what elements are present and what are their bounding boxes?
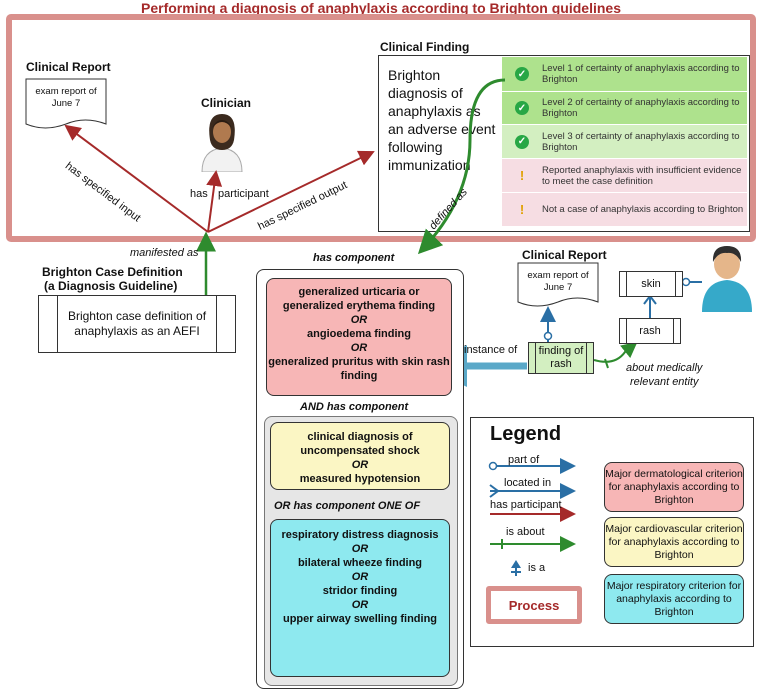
- level-3-item: ✓ Level 3 of certainty of anaphylaxis ac…: [502, 125, 747, 159]
- clinical-report-document-right: [517, 262, 599, 307]
- has-specified-input-arrow: [64, 124, 209, 233]
- legend-title: Legend: [490, 423, 562, 445]
- defined-as-arrow: [417, 78, 506, 255]
- and-has-component-label: AND has component: [300, 401, 409, 413]
- or-has-component-label: OR has component ONE OF: [274, 500, 421, 512]
- clinical-report-label-right: Clinical Report: [522, 248, 607, 262]
- legend-process-box: Process: [486, 586, 582, 624]
- legend-arrows: [488, 458, 576, 576]
- instance-of-label: instance of: [464, 344, 518, 356]
- edge-participant: participant: [218, 188, 269, 200]
- about-medically-label: about medically: [626, 362, 703, 374]
- check-icon: ✓: [515, 67, 529, 81]
- legend-part-of: part of: [508, 454, 540, 466]
- legend-respiratory: Major respiratory criterion for anaphyla…: [604, 574, 744, 624]
- dermatological-criterion: generalized urticaria or generalized ery…: [266, 278, 452, 396]
- warning-icon: !: [519, 168, 525, 183]
- legend-is-a: is a: [528, 562, 546, 574]
- level-2-item: ✓ Level 2 of certainty of anaphylaxis ac…: [502, 92, 747, 125]
- clinical-report-label: Clinical Report: [26, 60, 111, 74]
- clinical-finding-label: Clinical Finding: [380, 40, 470, 54]
- level-1-item: ✓ Level 1 of certainty of anaphylaxis ac…: [502, 57, 747, 92]
- case-definition-box: Brighton case definition of anaphylaxis …: [38, 295, 236, 353]
- edge-has: has: [190, 188, 208, 200]
- case-def-title-1: Brighton Case Definition: [42, 265, 183, 279]
- clinical-report-doc-text-right: exam report of June 7: [527, 270, 589, 293]
- page-title: Performing a diagnosis of anaphylaxis ac…: [141, 0, 621, 16]
- clinical-report-doc-text: exam report of June 7: [35, 86, 97, 109]
- cardiovascular-criterion: clinical diagnosis of uncompensated shoc…: [270, 422, 450, 490]
- legend-located-in: located in: [504, 477, 552, 489]
- has-specified-output-arrow: [207, 150, 375, 233]
- skin-box: skin: [619, 271, 683, 297]
- rash-box: rash: [619, 318, 681, 344]
- has-component-label: has component: [313, 252, 395, 264]
- about-arrow: [593, 344, 632, 363]
- patient-avatar-icon: [702, 246, 752, 312]
- finding-text: Brighton diagnosis of anaphylaxis as an …: [388, 67, 496, 173]
- legend-is-about: is about: [506, 526, 545, 538]
- relevant-entity-label: relevant entity: [630, 376, 699, 388]
- clinician-label: Clinician: [201, 96, 252, 110]
- legend-has-participant: has participant: [490, 499, 562, 511]
- manifested-as-label: manifested as: [130, 247, 199, 259]
- warning-icon: !: [519, 202, 525, 217]
- has-participant-arrow: [206, 170, 223, 233]
- respiratory-criterion: respiratory distress diagnosis OR bilate…: [270, 519, 450, 677]
- legend-cardiovascular: Major cardiovascular criterion for anaph…: [604, 517, 744, 567]
- finding-of-rash-box: finding of rash: [528, 342, 594, 374]
- clinical-report-document: [25, 78, 107, 129]
- case-def-title-2: (a Diagnosis Guideline): [44, 279, 178, 293]
- clinician-avatar-icon: [201, 114, 243, 172]
- level-not-case-item: ! Not a case of anaphylaxis according to…: [502, 193, 747, 227]
- check-icon: ✓: [515, 134, 529, 149]
- level-insufficient-item: ! Reported anaphylaxis with insufficient…: [502, 159, 747, 193]
- check-icon: ✓: [515, 101, 529, 115]
- legend-dermatological: Major dermatological criterion for anaph…: [604, 462, 744, 512]
